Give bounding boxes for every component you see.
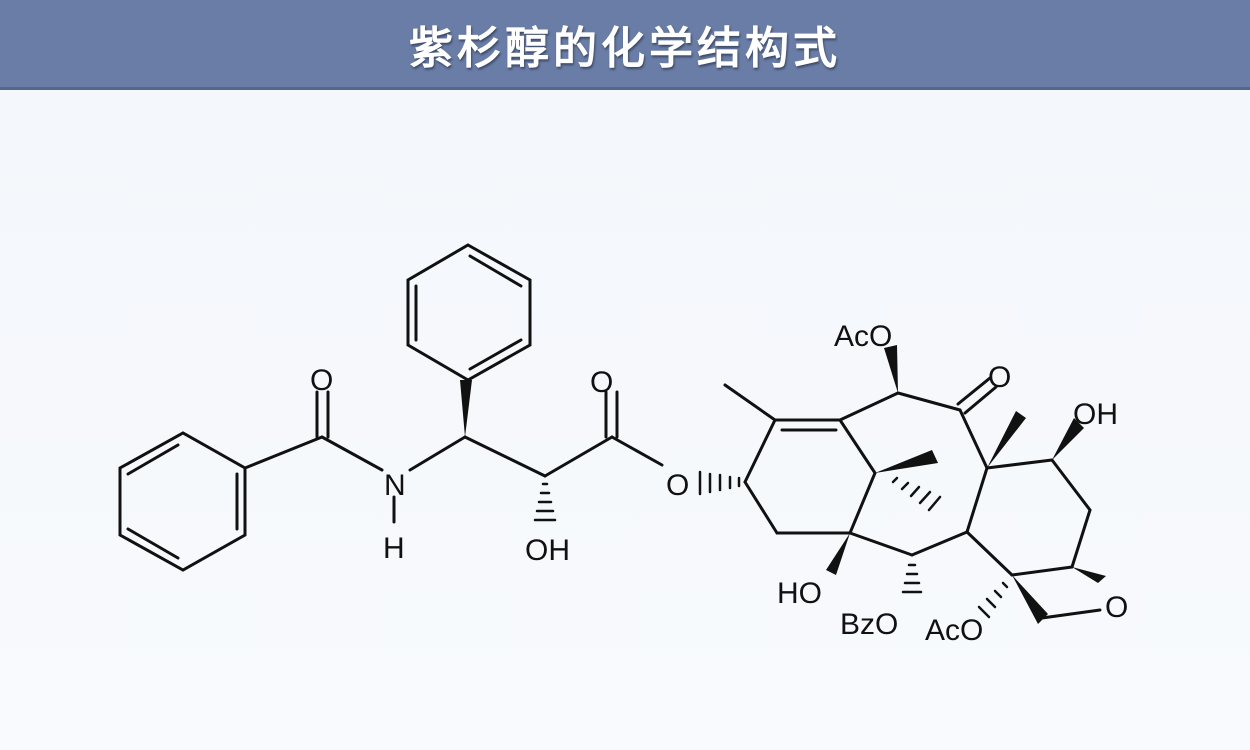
aco-bottom-label: AcO bbox=[925, 614, 983, 647]
amide-group bbox=[243, 390, 467, 524]
nh-hydrogen-label: H bbox=[383, 532, 405, 565]
side-chain bbox=[463, 390, 664, 478]
ester-oxygen-label: O bbox=[666, 469, 689, 502]
ho-bottom-label: HO bbox=[777, 577, 822, 610]
page-title: 紫杉醇的化学结构式 bbox=[409, 22, 841, 74]
benzoyl-ring bbox=[118, 431, 247, 572]
hashed-bond-aco-bottom bbox=[977, 581, 1009, 619]
hashed-bond-oh bbox=[533, 482, 557, 522]
wedge-bond-oh bbox=[1052, 418, 1084, 460]
wedge-bond-gem-methyl bbox=[875, 450, 938, 473]
wedge-bond-methyl bbox=[987, 411, 1026, 468]
oxetane-oxygen-label: O bbox=[1105, 591, 1128, 624]
taxane-core bbox=[723, 376, 1102, 620]
title-bar: 紫杉醇的化学结构式 bbox=[0, 0, 1250, 90]
bzo-label: BzO bbox=[840, 608, 898, 641]
side-oh-label: OH bbox=[525, 534, 570, 567]
wedge-bond-oxetane bbox=[1072, 567, 1106, 583]
hashed-bond-bzo bbox=[901, 563, 923, 594]
hashed-bond-gem-methyl bbox=[891, 476, 942, 512]
wedge-bond-aco bbox=[884, 345, 898, 393]
amide-oxygen-label: O bbox=[310, 364, 333, 397]
aco-top-label: AcO bbox=[834, 320, 892, 353]
oh-right-label: OH bbox=[1073, 398, 1118, 431]
wedge-bond-oxetane-ch2 bbox=[1012, 575, 1048, 624]
ester-carbonyl-oxygen-label: O bbox=[590, 366, 613, 399]
nitrogen-label: N bbox=[384, 469, 406, 502]
diagram-canvas bbox=[0, 90, 1250, 750]
ketone-oxygen-label: O bbox=[988, 361, 1011, 394]
wedge-bond bbox=[460, 380, 472, 437]
hashed-bond-ester bbox=[698, 470, 741, 496]
phenyl-ring bbox=[406, 243, 532, 382]
wedge-bond-ho bbox=[826, 533, 850, 575]
